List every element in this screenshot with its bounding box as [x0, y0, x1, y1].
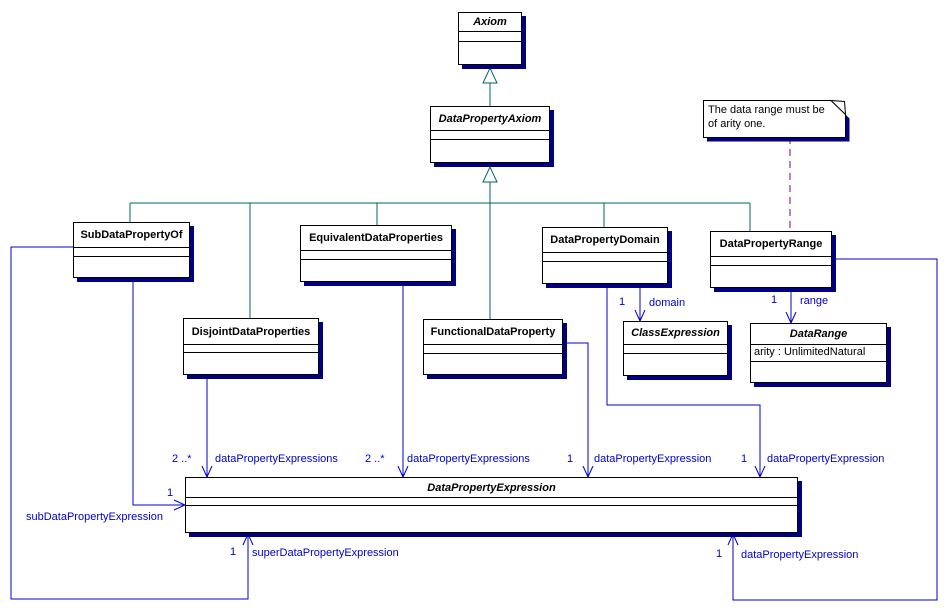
class-data-range[interactable]: DataRange arity : UnlimitedNatural: [750, 323, 887, 383]
role-range: range: [800, 295, 829, 307]
class-attributes-compartment: [184, 345, 318, 353]
role-super: superDataPropertyExpression: [252, 547, 399, 559]
multiplicity-sub: 1: [167, 487, 174, 499]
role-disjoint: dataPropertyExpressions: [215, 453, 338, 465]
multiplicity-equivalent: 2 ..*: [365, 453, 385, 465]
class-name-label: Axiom: [459, 13, 521, 32]
class-disjoint-data-properties[interactable]: DisjointDataProperties: [183, 318, 319, 375]
multiplicity-range-dpe: 1: [716, 548, 723, 560]
role-range-dpe: dataPropertyExpression: [741, 549, 859, 561]
class-attributes-compartment: [624, 345, 727, 354]
generalization-arrow-icon: [482, 66, 498, 84]
class-class-expression[interactable]: ClassExpression: [623, 321, 728, 376]
class-name-label: DataPropertyRange: [711, 232, 831, 257]
class-name-label: DataPropertyAxiom: [431, 107, 549, 131]
class-attributes-compartment: [459, 32, 521, 42]
role-domain: domain: [649, 297, 686, 309]
class-name-label: DataPropertyExpression: [186, 478, 797, 498]
class-axiom[interactable]: Axiom: [458, 12, 522, 65]
class-attributes-compartment: [431, 131, 549, 140]
class-operations-compartment: [711, 266, 831, 287]
role-domain-dpe: dataPropertyExpression: [767, 453, 885, 465]
note-text: The data range must be of arity one.: [708, 104, 825, 130]
multiplicity-range: 1: [771, 294, 778, 306]
multiplicity-domain: 1: [619, 296, 626, 308]
class-attributes-compartment: [424, 345, 562, 354]
class-operations-compartment: [184, 353, 318, 374]
role-equivalent: dataPropertyExpressions: [407, 453, 530, 465]
class-name-label: ClassExpression: [624, 322, 727, 345]
class-operations-compartment: [431, 140, 549, 162]
class-operations-compartment: [424, 354, 562, 374]
association-edges: [10, 246, 938, 601]
class-operations-compartment: [301, 260, 451, 281]
multiplicity-functional: 1: [567, 453, 574, 465]
generalization-edges: [129, 66, 751, 319]
class-name-label: FunctionalDataProperty: [424, 320, 562, 345]
class-attributes-compartment: [301, 251, 451, 260]
role-functional: dataPropertyExpression: [594, 453, 712, 465]
class-name-label: DataPropertyDomain: [543, 228, 667, 253]
note-fold-icon: [829, 99, 847, 116]
attribute-label: arity : UnlimitedNatural: [751, 345, 886, 362]
class-attributes-compartment: [543, 253, 667, 262]
class-operations-compartment: [624, 354, 727, 375]
class-name-label: EquivalentDataProperties: [301, 226, 451, 251]
class-data-property-domain[interactable]: DataPropertyDomain: [542, 227, 668, 284]
multiplicity-super: 1: [230, 546, 237, 558]
class-data-property-expression[interactable]: DataPropertyExpression: [185, 477, 798, 533]
class-operations-compartment: [186, 506, 797, 532]
class-name-label: DataRange: [751, 324, 886, 345]
class-operations-compartment: [459, 42, 521, 64]
class-attributes-compartment: [74, 248, 189, 257]
multiplicity-domain-dpe: 1: [741, 453, 748, 465]
class-operations-compartment: [751, 362, 886, 382]
class-attributes-compartment: [711, 257, 831, 266]
class-name-label: SubDataPropertyOf: [74, 223, 189, 248]
multiplicity-disjoint: 2 ..*: [172, 453, 192, 465]
class-data-property-axiom[interactable]: DataPropertyAxiom: [430, 106, 550, 163]
class-name-label: DisjointDataProperties: [184, 319, 318, 345]
class-sub-data-property-of[interactable]: SubDataPropertyOf: [73, 222, 190, 278]
generalization-arrow-icon: [482, 165, 498, 183]
class-operations-compartment: [543, 262, 667, 283]
class-attributes-compartment: [186, 498, 797, 506]
class-functional-data-property[interactable]: FunctionalDataProperty: [423, 319, 563, 375]
class-equivalent-data-properties[interactable]: EquivalentDataProperties: [300, 225, 452, 282]
note-shape[interactable]: [703, 99, 850, 142]
class-operations-compartment: [74, 257, 189, 277]
class-data-property-range[interactable]: DataPropertyRange: [710, 231, 832, 288]
role-sub: subDataPropertyExpression: [26, 511, 163, 523]
